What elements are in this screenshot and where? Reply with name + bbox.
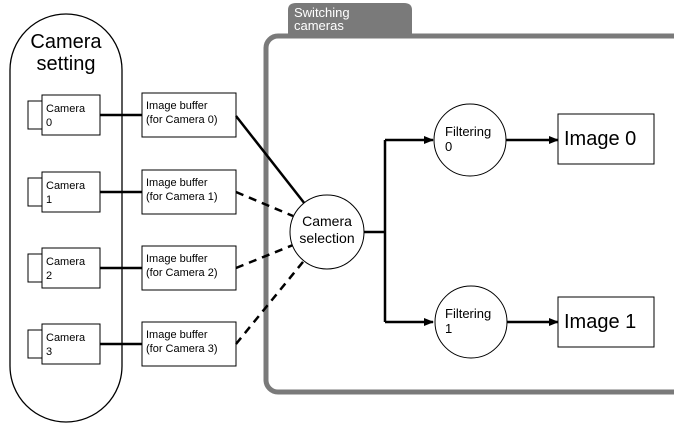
image-buffer-2: Image buffer (for Camera 2): [141, 245, 237, 291]
camera-selection-node: Camera selection: [289, 194, 365, 270]
image-buffer-3: Image buffer (for Camera 3): [141, 321, 237, 367]
camera-1-label-line1: Camera: [46, 180, 86, 192]
switching-tab-label-line2: cameras: [294, 18, 344, 33]
selection-branch: [364, 136, 434, 326]
image-1-label: Image 1: [564, 311, 636, 333]
camera-buffer-connectors: [100, 113, 142, 346]
camera-3: Camera 3: [27, 323, 101, 365]
image-0-label: Image 0: [564, 128, 636, 150]
switching-tab-label-line1: Switching: [294, 5, 350, 20]
camera-2-label-line1: Camera: [46, 256, 86, 268]
image-buffer-1-line2: (for Camera 1): [146, 191, 218, 203]
image-1-output: Image 1: [557, 296, 655, 348]
buffer-2-to-selection: [235, 243, 294, 270]
filtering-0-line1: Filtering: [445, 124, 491, 139]
image-buffer-2-line1: Image buffer: [146, 253, 208, 265]
filtering-1-node: Filtering 1: [434, 285, 508, 359]
camera-1: Camera 1: [27, 171, 101, 213]
image-buffer-0: Image buffer (for Camera 0): [141, 92, 237, 138]
filtering-1-line2: 1: [445, 321, 452, 336]
camera-3-label-line2: 3: [46, 346, 52, 358]
filtering-1-line1: Filtering: [445, 306, 491, 321]
image-buffer-2-line2: (for Camera 2): [146, 267, 218, 279]
image-buffer-3-line2: (for Camera 3): [146, 343, 218, 355]
buffer-0-to-selection: [235, 115, 306, 205]
buffer-3-to-selection: [235, 256, 308, 345]
filtering-0-node: Filtering 0: [433, 103, 507, 177]
camera-0-label-line1: Camera: [46, 103, 86, 115]
image-buffer-1-line1: Image buffer: [146, 177, 208, 189]
camera-selection-line2: selection: [299, 230, 354, 246]
camera-setting-title-line2: setting: [37, 53, 96, 75]
image-buffer-1: Image buffer (for Camera 1): [141, 169, 237, 215]
image-buffer-0-line1: Image buffer: [146, 100, 208, 112]
image-buffer-0-line2: (for Camera 0): [146, 114, 218, 126]
filtering-0-line2: 0: [445, 139, 452, 154]
camera-0-label-line2: 0: [46, 117, 52, 129]
switching-tab: [288, 3, 412, 36]
camera-1-label-line2: 1: [46, 194, 52, 206]
buffer-1-to-selection: [235, 190, 294, 218]
image-0-output: Image 0: [557, 113, 655, 165]
camera-2: Camera 2: [27, 247, 101, 289]
image-buffer-3-line1: Image buffer: [146, 329, 208, 341]
camera-setting-title-line1: Camera: [30, 31, 102, 53]
camera-0: Camera 0: [27, 94, 101, 136]
camera-selection-line1: Camera: [302, 213, 352, 229]
camera-3-label-line1: Camera: [46, 332, 86, 344]
camera-2-label-line2: 2: [46, 270, 52, 282]
